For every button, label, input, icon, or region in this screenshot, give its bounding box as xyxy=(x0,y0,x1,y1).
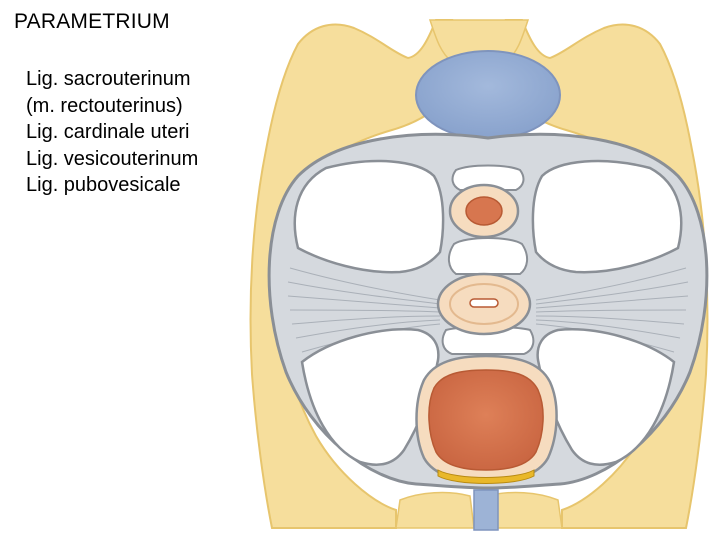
label-vesicouterine-ligament: Lig. vesicouterinum xyxy=(26,147,199,170)
urethra-tube xyxy=(473,489,499,531)
ligament-label-list: Lig. sacrouterinum (m. rectouterinus) Li… xyxy=(26,66,198,199)
rectum-lumen xyxy=(465,196,503,226)
urethra xyxy=(473,489,499,531)
bladder-cross-section xyxy=(415,354,558,484)
space-retrorectal-midline xyxy=(451,164,525,191)
diagram-title: PARAMETRIUM xyxy=(14,10,170,33)
space-rectouterine-midline xyxy=(448,237,528,275)
space-upper-right xyxy=(531,159,683,274)
label-sacrouterine-ligament: Lig. sacrouterinum xyxy=(26,68,191,90)
pubic-bone-left xyxy=(395,491,475,529)
fascial-frame xyxy=(267,132,709,490)
cervical-canal xyxy=(469,298,499,308)
bladder-lumen xyxy=(428,369,544,471)
label-cardinal-ligament: Lig. cardinale uteri xyxy=(26,121,190,143)
label-rectouterine-muscle: (m. rectouterinus) xyxy=(26,94,183,117)
cardinal-ligament-fibers xyxy=(287,267,689,353)
space-upper-left xyxy=(293,159,445,274)
rectum-cross-section xyxy=(448,183,520,239)
pelvic-bone xyxy=(249,19,709,529)
cervix-cross-section xyxy=(436,272,532,336)
bladder-neck-band xyxy=(437,469,535,484)
label-pubovesical-ligament: Lig. pubovesicale xyxy=(26,174,181,196)
cervix-inner-ring xyxy=(449,283,519,325)
rectum xyxy=(415,50,561,140)
